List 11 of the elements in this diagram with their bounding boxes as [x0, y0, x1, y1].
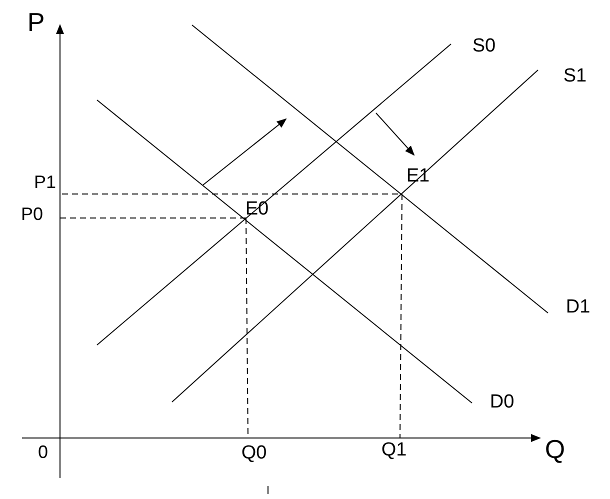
- quantity-label: Q0: [241, 444, 267, 462]
- curve-label: S0: [472, 36, 496, 56]
- axis-label: P: [27, 9, 45, 35]
- curve-label: D0: [490, 392, 514, 412]
- curve-label: D1: [566, 298, 590, 316]
- origin-label: 0: [38, 443, 48, 461]
- quantity-label: Q1: [381, 440, 407, 460]
- price-label: P0: [20, 205, 44, 223]
- price-label: P1: [34, 173, 56, 191]
- curve-label: S1: [563, 66, 587, 86]
- axis-label: Q: [544, 436, 566, 462]
